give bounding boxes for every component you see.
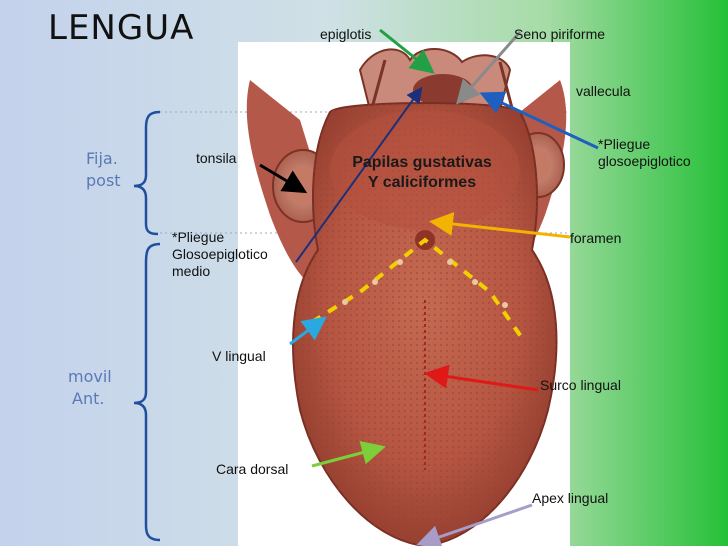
lingual-tonsil-region: [330, 110, 520, 230]
label-tonsila: tonsila: [196, 150, 237, 166]
aryepiglottic-folds: [370, 59, 514, 109]
cara-dorsal-arrow: [311, 441, 386, 468]
label-papilas-line2: Y caliciformes: [367, 174, 477, 191]
brace-upper: [133, 110, 161, 236]
pliegue-medio-arrow: [295, 86, 423, 263]
side-label-movil-line2: Ant.: [72, 389, 105, 408]
label-seno-piriforme: Seno piriforme: [514, 26, 606, 42]
side-label-movil: movil Ant.: [68, 366, 112, 410]
label-pliegue-medio-line3: medio: [172, 263, 211, 279]
vallecula-arrow: [479, 91, 599, 150]
side-label-fija-line1: Fija.: [86, 149, 118, 168]
circumvallate-papillae: [342, 259, 508, 308]
label-epiglotis: epiglotis: [320, 26, 372, 42]
larynx-opening: [413, 74, 473, 106]
v-lingual-arrow: [289, 316, 327, 346]
apex-lingual-arrow: [416, 503, 533, 546]
label-pliegue-medio-line1: *Pliegue: [172, 229, 225, 245]
label-pliegue-glosoepiglotico-line1: *Pliegue: [598, 136, 651, 152]
label-pliegue-glosoepiglotico: *Pliegue glosoepiglotico: [598, 136, 691, 170]
side-label-fija-line2: post: [86, 171, 121, 190]
label-pliegue-medio-line2: Glosoepiglotico: [172, 246, 268, 262]
brace-lower: [133, 242, 161, 542]
seno-piriforme-arrow: [456, 31, 522, 105]
label-vallecula: vallecula: [576, 83, 631, 99]
label-papilas-line1: Papilas gustativas: [352, 154, 492, 171]
surco-lingual-arrow: [424, 364, 539, 392]
label-cara-dorsal: Cara dorsal: [216, 461, 289, 477]
label-v-lingual: V lingual: [212, 348, 266, 364]
side-label-movil-line1: movil: [68, 367, 112, 386]
label-foramen: foramen: [570, 230, 622, 246]
foramen-arrow: [429, 212, 571, 239]
epiglotis-arrow: [379, 28, 435, 74]
tonsila-arrow: [259, 163, 308, 194]
label-papilas: Papilas gustativas Y caliciformes: [332, 153, 512, 193]
side-label-fija: Fija. post: [86, 148, 121, 192]
v-lingual-line: [310, 237, 524, 340]
label-surco-lingual: Surco lingual: [540, 377, 621, 393]
label-pliegue-medio: *Pliegue Glosoepiglotico medio: [172, 229, 268, 280]
slide-title: LENGUA: [48, 8, 195, 48]
label-pliegue-glosoepiglotico-line2: glosoepiglotico: [598, 153, 691, 169]
label-apex-lingual: Apex lingual: [532, 490, 609, 506]
